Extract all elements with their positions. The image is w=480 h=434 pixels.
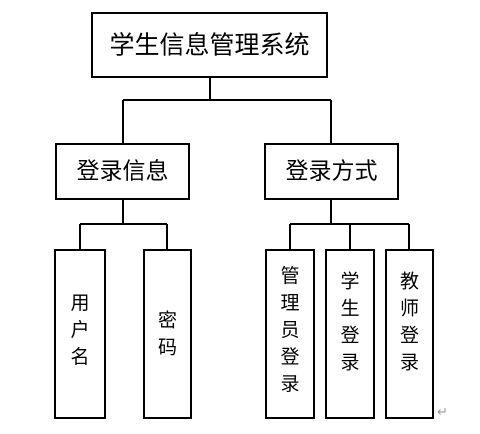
node-login-info: 登录信息 <box>55 143 190 200</box>
node-password-label: 密码 <box>158 310 177 359</box>
leaf-label-char: 管 <box>280 265 299 287</box>
connector-login-info-to-leaves <box>79 199 168 250</box>
node-login-info-box <box>55 143 190 200</box>
connector-root-to-level1 <box>122 77 332 144</box>
leaf-label-char: 录 <box>400 352 419 374</box>
node-login-method-label: 登录方式 <box>286 159 378 185</box>
leaf-label-char: 录 <box>280 373 299 395</box>
leaf-label-char: 教 <box>400 271 419 293</box>
node-root-label: 学生信息管理系统 <box>109 31 309 60</box>
connectors <box>79 77 410 250</box>
leaf-label-char: 密 <box>158 310 177 332</box>
connector-login-method-to-leaves <box>289 199 410 250</box>
leaf-label-char: 员 <box>280 319 299 341</box>
node-username-box <box>54 249 106 419</box>
node-login-info-label: 登录信息 <box>77 159 169 185</box>
node-teacher-login-box <box>385 249 434 419</box>
node-username-label: 用户名 <box>70 292 89 368</box>
node-login-method-box <box>264 143 399 200</box>
leaf-label-char: 生 <box>340 298 359 320</box>
paragraph-return-mark: ↵ <box>437 405 448 420</box>
leaf-label-char: 学 <box>340 271 359 293</box>
leaf-label-char: 登 <box>340 325 359 347</box>
leaf-label-char: 户 <box>70 319 89 341</box>
leaf-label-char: 登 <box>400 325 419 347</box>
leaf-label-char: 码 <box>158 337 177 359</box>
node-admin-login-box <box>265 249 315 419</box>
leaf-label-char: 登 <box>280 346 299 368</box>
leaf-label-char: 录 <box>340 352 359 374</box>
node-username: 用户名 <box>54 249 106 419</box>
leaf-label-char: 师 <box>400 298 419 320</box>
node-password: 密码 <box>143 249 192 419</box>
node-password-box <box>143 249 192 419</box>
leaf-label-char: 理 <box>280 292 299 314</box>
node-login-method: 登录方式 <box>264 143 399 200</box>
leaf-label-char: 名 <box>70 346 89 368</box>
leaf-label-char: 用 <box>70 292 89 314</box>
node-root: 学生信息管理系统 <box>91 12 328 78</box>
node-student-login-box <box>325 249 375 419</box>
node-root-box <box>91 12 328 78</box>
